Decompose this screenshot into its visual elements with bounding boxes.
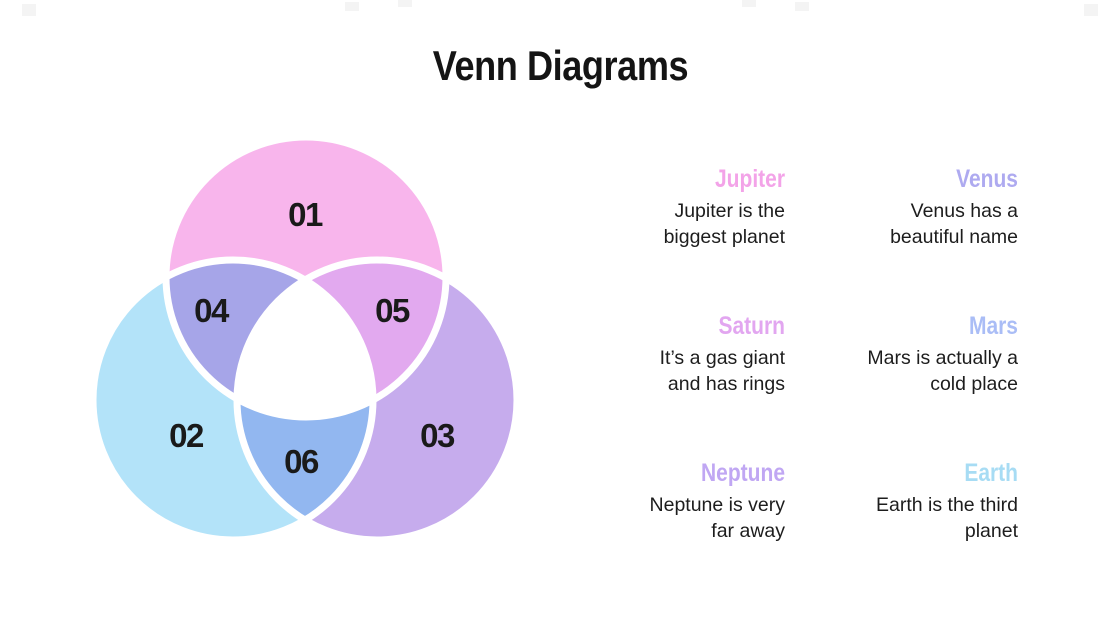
circle-bottom-right-outline (233, 256, 521, 544)
planet-card-venus: Venus Venus has a beautiful name (828, 164, 1018, 250)
region-label-06: 06 (284, 443, 319, 480)
venn-diagram: 01 02 03 04 05 06 (89, 137, 521, 544)
crop-mark (742, 0, 756, 7)
planet-name: Mars (968, 312, 1018, 340)
region-label-02: 02 (169, 417, 204, 454)
circle-bottom-left-outline (89, 256, 377, 544)
planet-desc-line: beautiful name (890, 226, 1018, 248)
planet-desc-line: biggest planet (663, 226, 785, 248)
title-bar: Venn Diagrams (0, 42, 1120, 90)
crop-mark (345, 2, 359, 11)
planet-desc-line: planet (964, 520, 1018, 542)
region-label-01: 01 (288, 196, 323, 233)
planet-desc-line: far away (711, 520, 785, 542)
planet-desc-line: Mars is actually a (867, 347, 1018, 369)
planet-card-jupiter: Jupiter Jupiter is the biggest planet (595, 164, 785, 250)
planet-name: Neptune (701, 459, 785, 487)
planet-desc-line: cold place (930, 373, 1018, 395)
page-title: Venn Diagrams (432, 42, 688, 89)
planet-desc-line: and has rings (667, 373, 785, 395)
planet-name: Jupiter (714, 165, 785, 193)
planet-card-neptune: Neptune Neptune is very far away (595, 458, 785, 544)
crop-mark (795, 2, 809, 11)
planet-desc-line: Jupiter is the (674, 200, 785, 222)
planet-desc-line: It’s a gas giant (659, 347, 785, 369)
planet-card-saturn: Saturn It’s a gas giant and has rings (595, 311, 785, 397)
planet-name: Venus (956, 165, 1018, 193)
planet-name: Earth (964, 459, 1018, 487)
crop-mark (1084, 4, 1098, 16)
planet-name: Saturn (718, 312, 785, 340)
planet-desc-line: Neptune is very (649, 494, 785, 516)
planet-card-mars: Mars Mars is actually a cold place (828, 311, 1018, 397)
crop-mark (22, 4, 36, 16)
region-label-05: 05 (375, 292, 410, 329)
planet-card-earth: Earth Earth is the third planet (828, 458, 1018, 544)
planet-desc-line: Earth is the third (876, 494, 1018, 516)
crop-mark (398, 0, 412, 7)
region-label-04: 04 (194, 292, 230, 329)
planet-grid: Jupiter Jupiter is the biggest planet Ve… (595, 164, 1018, 544)
planet-desc-line: Venus has a (910, 200, 1018, 222)
region-label-03: 03 (420, 417, 455, 454)
